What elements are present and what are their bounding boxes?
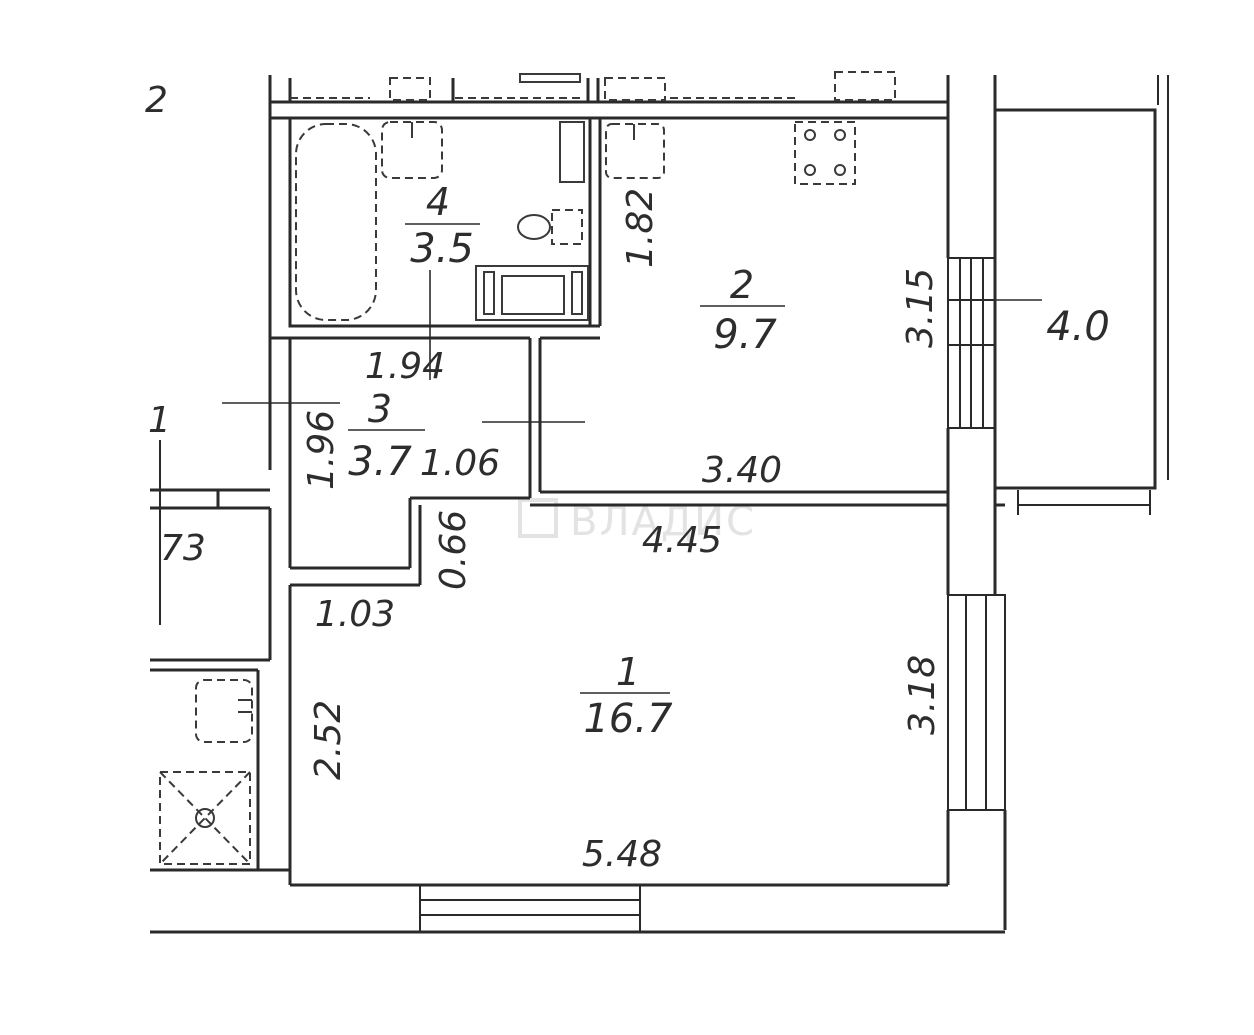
main-room-window-right [947, 594, 1006, 811]
dim-1-96: 1.96 [301, 410, 342, 490]
room-1-number: 1 [616, 650, 640, 694]
ventilation-shaft-icon [159, 771, 251, 865]
main-room-window-bottom [419, 884, 641, 933]
watermark-text: ВЛАДИС [570, 499, 756, 545]
kitchen-window [947, 257, 996, 429]
room-4-label: 4 3.5 [410, 180, 474, 272]
neighbor-fragments: 2 1 73 [145, 80, 206, 569]
watermark: ВЛАДИС [518, 498, 756, 545]
dim-4-45: 4.45 [642, 520, 722, 561]
room-3-number: 3 [368, 387, 392, 431]
dim-3-15: 3.15 [900, 268, 941, 348]
stove-icon [794, 121, 856, 185]
dim-3-18: 3.18 [902, 655, 943, 735]
dim-0-66: 0.66 [433, 510, 474, 590]
fragment-mid-left: 1 [148, 400, 171, 441]
room-4-number: 4 [426, 180, 450, 224]
room-2-area: 9.7 [713, 312, 777, 358]
leader-lines [222, 223, 1042, 694]
neighbor-fixtures-top [290, 71, 896, 101]
dim-2-52: 2.52 [308, 700, 349, 780]
bathtub-icon [295, 123, 377, 321]
kitchen-sink-icon [605, 123, 665, 179]
neighbor-sink-icon [195, 679, 253, 743]
bathroom-sink-icon [381, 121, 443, 179]
dim-3-40: 3.40 [702, 450, 782, 491]
room-2-label: 2 9.7 [713, 263, 777, 358]
room-2-number: 2 [730, 263, 754, 307]
pipe-shaft-icon [559, 121, 585, 183]
balcony-area: 4.0 [1046, 304, 1110, 350]
dimension-labels: 1.82 1.94 1.96 1.06 3.40 3.15 4.45 0.66 … [301, 188, 943, 875]
room-4-area: 3.5 [410, 226, 474, 272]
room-1-label: 1 16.7 [583, 650, 673, 742]
dim-1-82: 1.82 [620, 188, 661, 268]
room-3-area: 3.7 [348, 439, 412, 485]
fixtures [159, 71, 896, 865]
fragment-left-dim: 73 [160, 528, 206, 569]
walls [150, 75, 1169, 934]
toilet-icon [517, 209, 583, 245]
dim-5-48: 5.48 [582, 834, 662, 875]
dim-1-03: 1.03 [315, 594, 395, 635]
fragment-top-left: 2 [145, 80, 168, 121]
watermark-logo-icon [518, 498, 558, 538]
windows [419, 257, 1006, 933]
room-1-area: 16.7 [583, 696, 673, 742]
room-3-label: 3 3.7 [348, 387, 412, 485]
dim-1-06: 1.06 [420, 443, 500, 484]
dim-1-94: 1.94 [365, 346, 445, 387]
washing-machine-icon [475, 265, 589, 321]
